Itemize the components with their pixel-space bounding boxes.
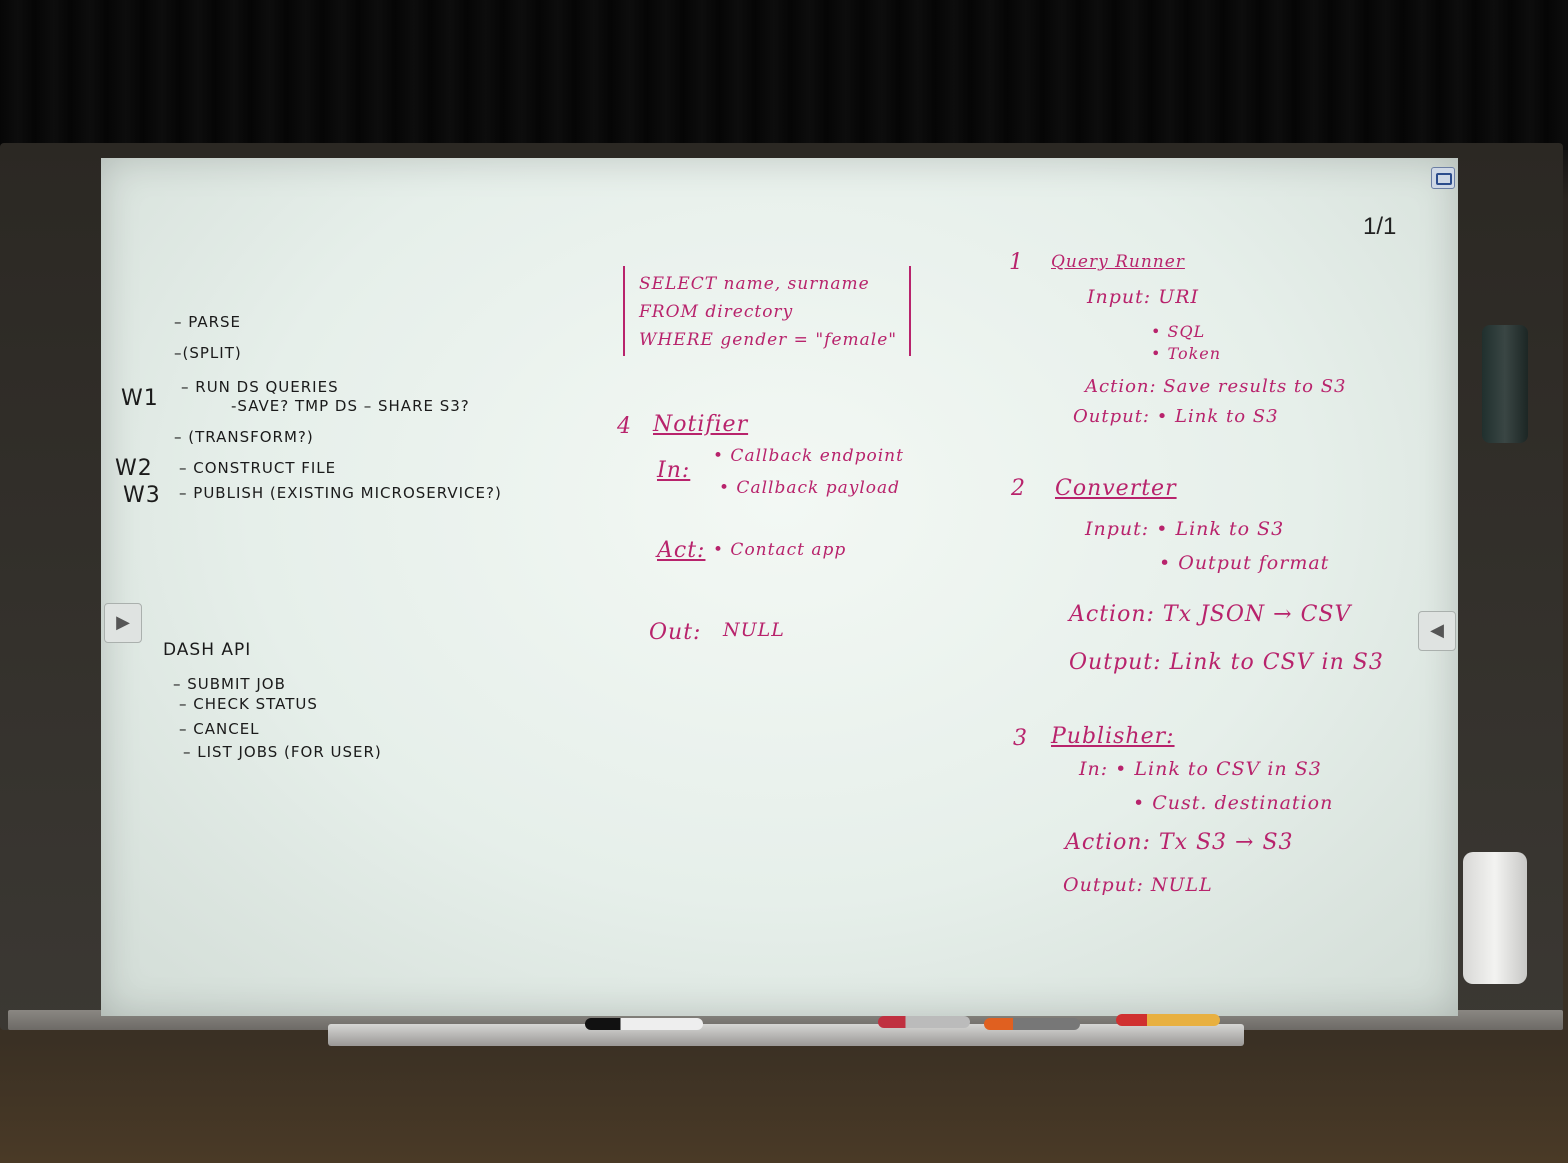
publisher-title: Publisher: [1051, 724, 1175, 749]
note-construct-file: – CONSTRUCT FILE [179, 459, 337, 477]
sql-line-where: WHERE gender = "female" [639, 330, 898, 350]
week-label-w3: W3 [123, 483, 161, 508]
window-toggle-icon[interactable] [1431, 167, 1455, 189]
converter-number: 2 [1011, 476, 1026, 501]
dash-api-submit: – SUBMIT JOB [173, 675, 286, 693]
black-marker[interactable] [585, 1018, 703, 1030]
red-marker[interactable] [878, 1016, 970, 1028]
dash-api-cancel: – CANCEL [179, 720, 260, 738]
query-runner-action: Action: Save results to S3 [1085, 376, 1347, 397]
query-runner-sql: • SQL [1151, 322, 1206, 341]
query-runner-number: 1 [1009, 250, 1024, 275]
sql-query-box [623, 266, 911, 356]
notifier-action-label: Act: [657, 538, 706, 563]
publisher-input: In: • Link to CSV in S3 [1079, 758, 1322, 780]
yellow-marker[interactable] [1116, 1014, 1220, 1026]
notifier-action-value: • Contact app [713, 540, 847, 560]
whiteboard-sensor [1482, 325, 1528, 443]
dash-api-check: – CHECK STATUS [179, 695, 318, 713]
query-runner-input: Input: URI [1087, 286, 1200, 308]
sql-line-from: FROM directory [639, 302, 794, 322]
note-parse: – PARSE [174, 313, 242, 331]
notifier-out-label: Out: [649, 620, 702, 645]
dash-api-title: DASH API [163, 640, 252, 660]
query-runner-token: • Token [1151, 344, 1222, 363]
query-runner-title: Query Runner [1051, 252, 1185, 272]
note-publish: – PUBLISH (EXISTING MICROSERVICE?) [179, 484, 502, 502]
publisher-output: Output: NULL [1063, 874, 1213, 896]
converter-title: Converter [1055, 476, 1177, 501]
converter-input-format: • Output format [1159, 552, 1330, 574]
dash-api-list: – LIST JOBS (FOR USER) [183, 743, 382, 761]
query-runner-output: Output: • Link to S3 [1073, 406, 1279, 427]
week-label-w2: W2 [115, 456, 153, 481]
orange-marker[interactable] [984, 1018, 1080, 1030]
notifier-out-value: NULL [723, 619, 785, 641]
page-indicator: 1/1 [1363, 213, 1397, 240]
notifier-number: 4 [617, 414, 632, 439]
next-page-button[interactable]: ◀ [1418, 611, 1456, 651]
publisher-input-destination: • Cust. destination [1133, 792, 1334, 814]
note-split: –(SPLIT) [174, 344, 242, 362]
publisher-number: 3 [1013, 726, 1028, 751]
note-transform: – (TRANSFORM?) [174, 428, 314, 446]
background-curtain [0, 0, 1568, 150]
whiteboard-eraser[interactable] [1463, 852, 1527, 984]
previous-page-button[interactable]: ▶ [104, 603, 142, 643]
week-label-w1: W1 [121, 386, 159, 411]
converter-input: Input: • Link to S3 [1085, 518, 1285, 540]
notifier-in-payload: • Callback payload [719, 478, 901, 498]
converter-action: Action: Tx JSON → CSV [1069, 602, 1352, 627]
notifier-in-label: In: [657, 458, 691, 483]
notifier-title: Notifier [653, 412, 749, 437]
note-save-tmp: -SAVE? TMP DS – SHARE S3? [231, 397, 470, 415]
marker-tray [328, 1024, 1244, 1046]
note-run-queries: – RUN DS QUERIES [181, 378, 339, 396]
converter-output: Output: Link to CSV in S3 [1069, 650, 1384, 675]
sql-line-select: SELECT name, surname [639, 274, 870, 294]
publisher-action: Action: Tx S3 → S3 [1065, 830, 1294, 855]
notifier-in-endpoint: • Callback endpoint [713, 446, 904, 466]
whiteboard-surface: 1/1 ▶ ◀ – PARSE –(SPLIT) W1 – RUN DS QUE… [101, 158, 1458, 1016]
